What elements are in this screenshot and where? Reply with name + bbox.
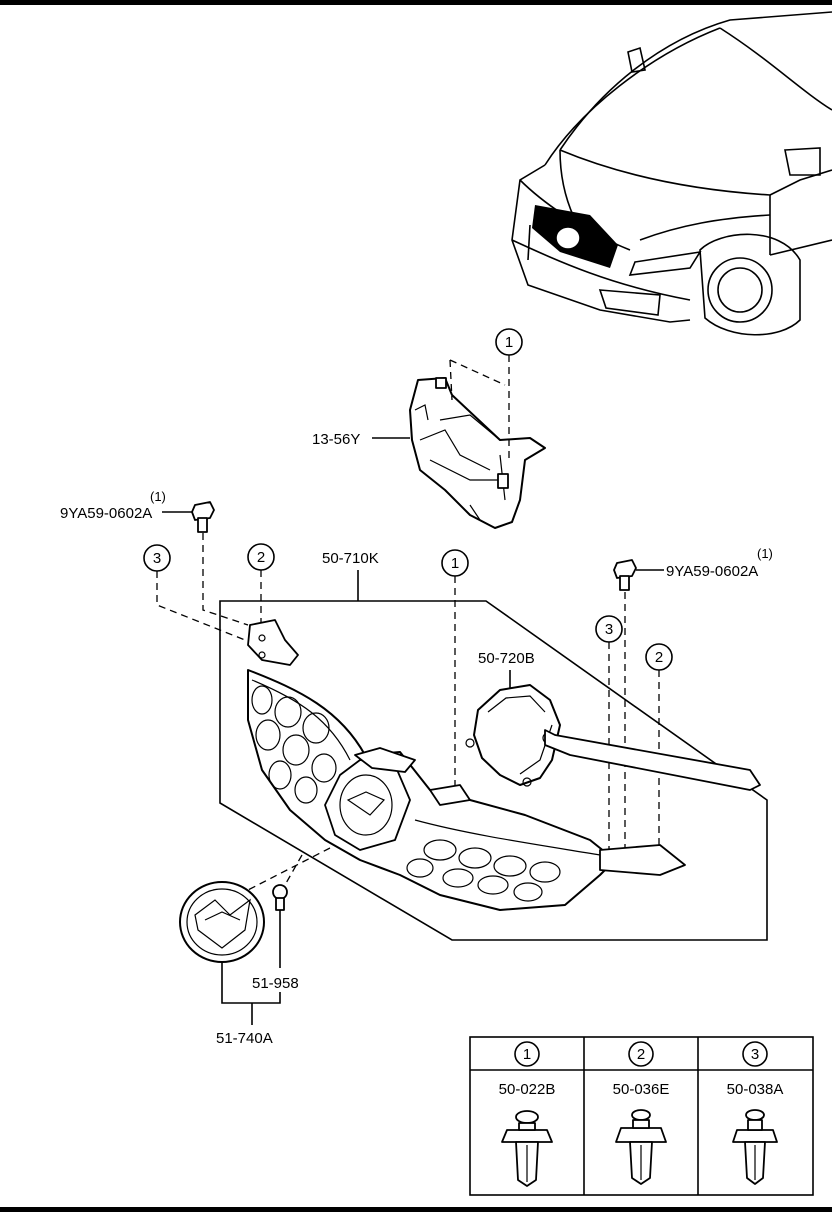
legend-header-1: 1 [514,1041,540,1067]
top-border [0,0,832,5]
callout-1-mid: 1 [441,549,469,577]
bolt-right-icon [613,559,637,591]
legend-header-2: 2 [628,1041,654,1067]
svg-text:2: 2 [655,649,663,666]
label-bolt-right: 9YA59-0602A [666,563,758,580]
callout-2-right: 2 [645,643,673,671]
vehicle-illustration [511,11,832,336]
label-51-958: 51-958 [252,975,299,992]
clip-legend-table: 1 2 3 50-022B 50-036E 50-038A [469,1036,814,1196]
svg-text:3: 3 [605,621,613,638]
clip-50-036e-icon [615,1109,667,1185]
legend-header-3: 3 [742,1041,768,1067]
bracket-13-56y [409,377,546,529]
clip-51-958 [272,884,288,911]
bolt-left-qty: (1) [150,489,166,504]
emblem-51-740a [179,881,265,963]
legend-part-1: 50-022B [499,1081,556,1098]
svg-text:1: 1 [505,334,513,351]
label-50-720b: 50-720B [478,650,535,667]
label-51-740a: 51-740A [216,1030,273,1047]
svg-text:1: 1 [451,555,459,572]
svg-text:3: 3 [751,1046,759,1063]
bolt-left-icon [191,501,215,533]
svg-text:2: 2 [637,1046,645,1063]
callout-3-left: 3 [143,544,171,572]
clip-50-022b-icon [501,1110,553,1187]
svg-text:2: 2 [257,549,265,566]
bolt-right-qty: (1) [757,546,773,561]
callout-1-top: 1 [495,328,523,356]
label-50-710k: 50-710K [322,550,379,567]
callout-2-left: 2 [247,543,275,571]
grille-50-710k [247,619,761,911]
assembly-frame [219,600,768,941]
legend-part-2: 50-036E [613,1081,670,1098]
callout-3-right: 3 [595,615,623,643]
label-13-56y: 13-56Y [312,431,360,448]
bottom-border [0,1207,832,1212]
svg-text:3: 3 [153,550,161,567]
legend-part-3: 50-038A [727,1081,784,1098]
svg-text:1: 1 [523,1046,531,1063]
clip-50-038a-icon [732,1109,778,1185]
label-bolt-left: 9YA59-0602A [60,505,152,522]
